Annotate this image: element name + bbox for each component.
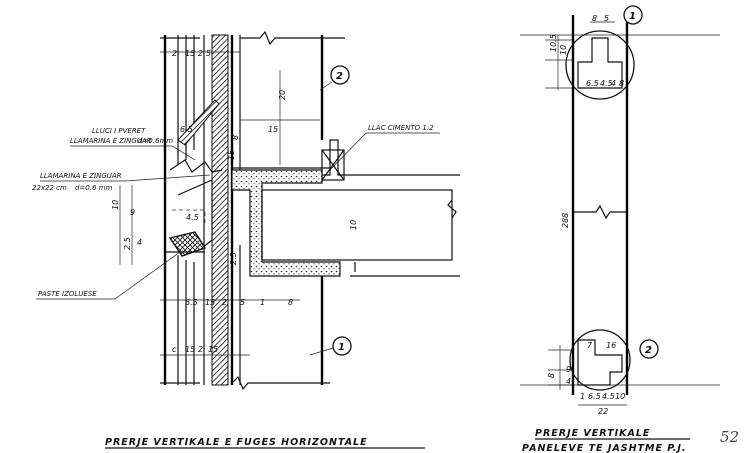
right-section: 1 2 8 5 10.5 10 6.5 4.5 4 8 288 7 16 8 9… <box>520 5 720 416</box>
rdim-mid-2: 4.5 <box>600 79 613 88</box>
dim-top-1: 2 <box>172 49 177 58</box>
dim-bot-5: 1 <box>260 298 265 307</box>
rdim-width-22: 22 <box>598 407 608 416</box>
note-sheet-thickness: d=0.6 mm <box>75 184 112 192</box>
rdim-br-2: 6.5 <box>588 392 601 401</box>
rdim-br-3: 4.5 <box>602 392 615 401</box>
dim-v-25: 2.5 <box>123 237 132 250</box>
dim-bot-4: 5 <box>240 298 245 307</box>
note-cement: LLAC CIMENTO 1:2 <box>368 124 434 132</box>
left-section: 2 15 2 5 20 15 8 6.5 10 9 2.5 4 4.5 10 2… <box>32 30 460 391</box>
rdim-top-8: 8 <box>592 14 597 23</box>
rdim-bot-16: 16 <box>606 341 616 350</box>
dim-top-2: 15 <box>185 49 195 58</box>
dim-bot-6: 8 <box>288 298 293 307</box>
dim-base-1: c <box>172 345 177 354</box>
title-right-1: PRERJE VERTIKALE <box>535 428 650 439</box>
insulation-core <box>211 34 229 386</box>
insulating-paste <box>168 231 207 257</box>
top-joint-detail <box>565 30 635 100</box>
dim-base-3: 2 <box>198 345 203 354</box>
right-tag-1: 1 <box>629 11 636 22</box>
note-flashing-material: LLAMARINA E ZINGUAR <box>70 137 152 145</box>
left-tag-1: 1 <box>338 342 345 353</box>
floor-slab <box>261 189 453 261</box>
dim-v-10: 10 <box>111 200 120 210</box>
zinc-sheet <box>169 159 223 173</box>
rdim-mid-3: 4 <box>611 79 616 88</box>
dim-v-45: 4.5 <box>186 213 199 222</box>
left-tag-2: 2 <box>336 71 343 82</box>
dim-v-9: 9 <box>130 208 135 217</box>
bottom-joint-detail <box>569 329 631 391</box>
dim-vert-20: 20 <box>278 90 287 100</box>
sheet-number: 52 <box>720 428 739 446</box>
dim-vert-15: 15 <box>227 150 236 160</box>
rdim-bl-3: 4 <box>566 377 571 386</box>
rdim-bl-2: 9 <box>566 365 571 374</box>
title-left: PRERJE VERTIKALE E FUGES HORIZONTALE <box>105 437 368 448</box>
flashing-strip <box>177 99 220 146</box>
note-flashing-thickness: d=0.6mm <box>138 137 173 145</box>
rdim-bot-7: 7 <box>587 341 593 350</box>
rdim-br-4: 10 <box>615 392 625 401</box>
dim-top-3: 2 <box>198 49 203 58</box>
dim-v-10b: 10 <box>349 220 358 230</box>
dim-vert-8: 8 <box>231 135 240 140</box>
note-sheet-size: 22x22 cm <box>32 184 67 192</box>
dim-flash-65: 6.5 <box>180 125 193 134</box>
rdim-left-10: 10 <box>559 45 568 55</box>
dim-h-15: 15 <box>268 125 278 134</box>
dim-base-2: 15 <box>185 345 195 354</box>
right-tag-2: 2 <box>645 345 652 356</box>
rdim-mid-4: 8 <box>619 79 624 88</box>
rdim-height-288: 288 <box>561 213 570 228</box>
rdim-mid-1: 6.5 <box>586 79 599 88</box>
rdim-br-1: 1 <box>580 392 585 401</box>
note-paste: PASTE IZOLUESE <box>38 290 97 298</box>
dim-v-4: 4 <box>137 238 142 247</box>
dim-base-4: 15 <box>208 345 218 354</box>
note-flashing: LLUCI I PVERET <box>92 127 146 135</box>
rdim-top-5: 5 <box>604 14 609 23</box>
rdim-bl-1: 8 <box>547 373 556 378</box>
dim-top-4: 5 <box>206 49 211 58</box>
dim-bot-1: 6.5 <box>185 298 198 307</box>
note-sheet: LLAMARINA E ZINGUAR <box>40 172 122 180</box>
dim-bot-2: 15 <box>205 298 215 307</box>
rdim-left-105: 10.5 <box>549 34 558 52</box>
title-right-2: PANELEVE TE JASHTME P.J. <box>522 443 687 453</box>
dim-bot-3: 2 <box>222 298 227 307</box>
dim-v-25b: 2.5 <box>229 252 238 265</box>
cement-mortar <box>231 169 341 277</box>
